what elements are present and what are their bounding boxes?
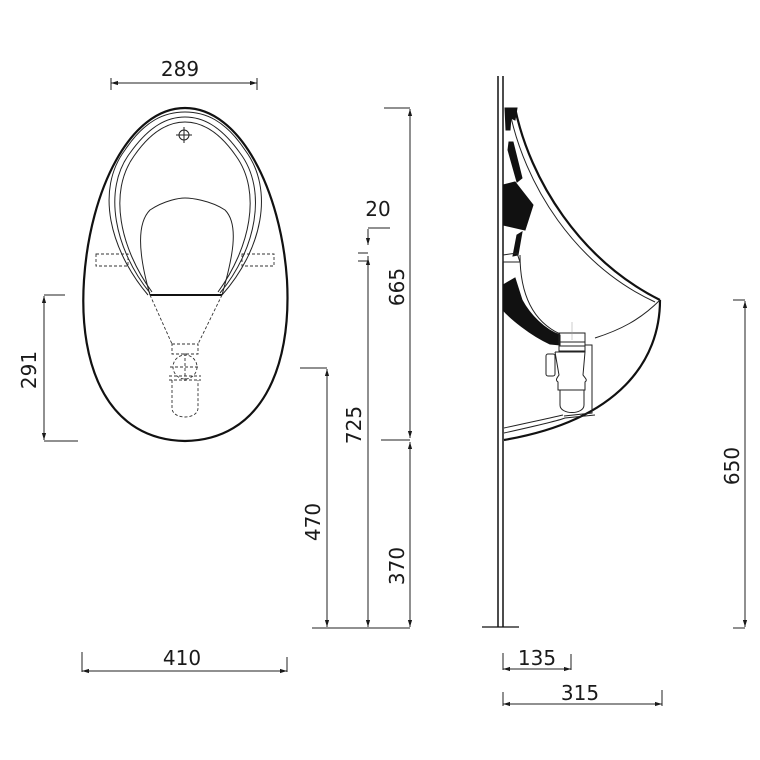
svg-text:135: 135 (518, 646, 556, 670)
dim-291: 291 (17, 294, 78, 442)
urinal-rim-inner2 (119, 121, 251, 293)
urinal-rim-inner (114, 116, 256, 294)
svg-text:315: 315 (561, 681, 599, 705)
front-view (82, 106, 289, 443)
dim-289: 289 (110, 57, 258, 90)
svg-text:291: 291 (17, 351, 41, 389)
seal-lower (502, 277, 561, 346)
bracket-right (241, 253, 275, 267)
seal-middle (502, 181, 534, 231)
svg-text:470: 470 (301, 503, 325, 541)
dim-650: 650 (720, 299, 748, 629)
dim-665-370: 665 370 (381, 107, 413, 627)
svg-text:289: 289 (161, 57, 199, 81)
side-trap (545, 322, 593, 417)
urinal-side-outer (513, 107, 661, 301)
urinal-side-inner (508, 107, 656, 303)
dim-20-label: 20 (365, 197, 390, 221)
dim-315: 315 (502, 681, 663, 707)
urinal-side-front (503, 299, 662, 442)
urinal-outer-outline (82, 106, 289, 443)
svg-text:725: 725 (342, 406, 366, 444)
svg-text:410: 410 (163, 646, 201, 670)
dim-470: 470 (300, 367, 330, 627)
bracket-left (95, 253, 129, 267)
svg-text:370: 370 (385, 547, 409, 585)
urinal-bowl (140, 197, 234, 296)
svg-text:650: 650 (720, 447, 744, 485)
dim-725: 20 725 (342, 197, 391, 627)
seal-top (504, 107, 518, 131)
dim-135: 135 (502, 646, 572, 672)
svg-text:665: 665 (385, 268, 409, 306)
urinal-rim-outer (108, 111, 262, 296)
side-view (482, 76, 662, 628)
dim-410: 410 (81, 646, 288, 674)
outlet-trap (171, 343, 199, 355)
